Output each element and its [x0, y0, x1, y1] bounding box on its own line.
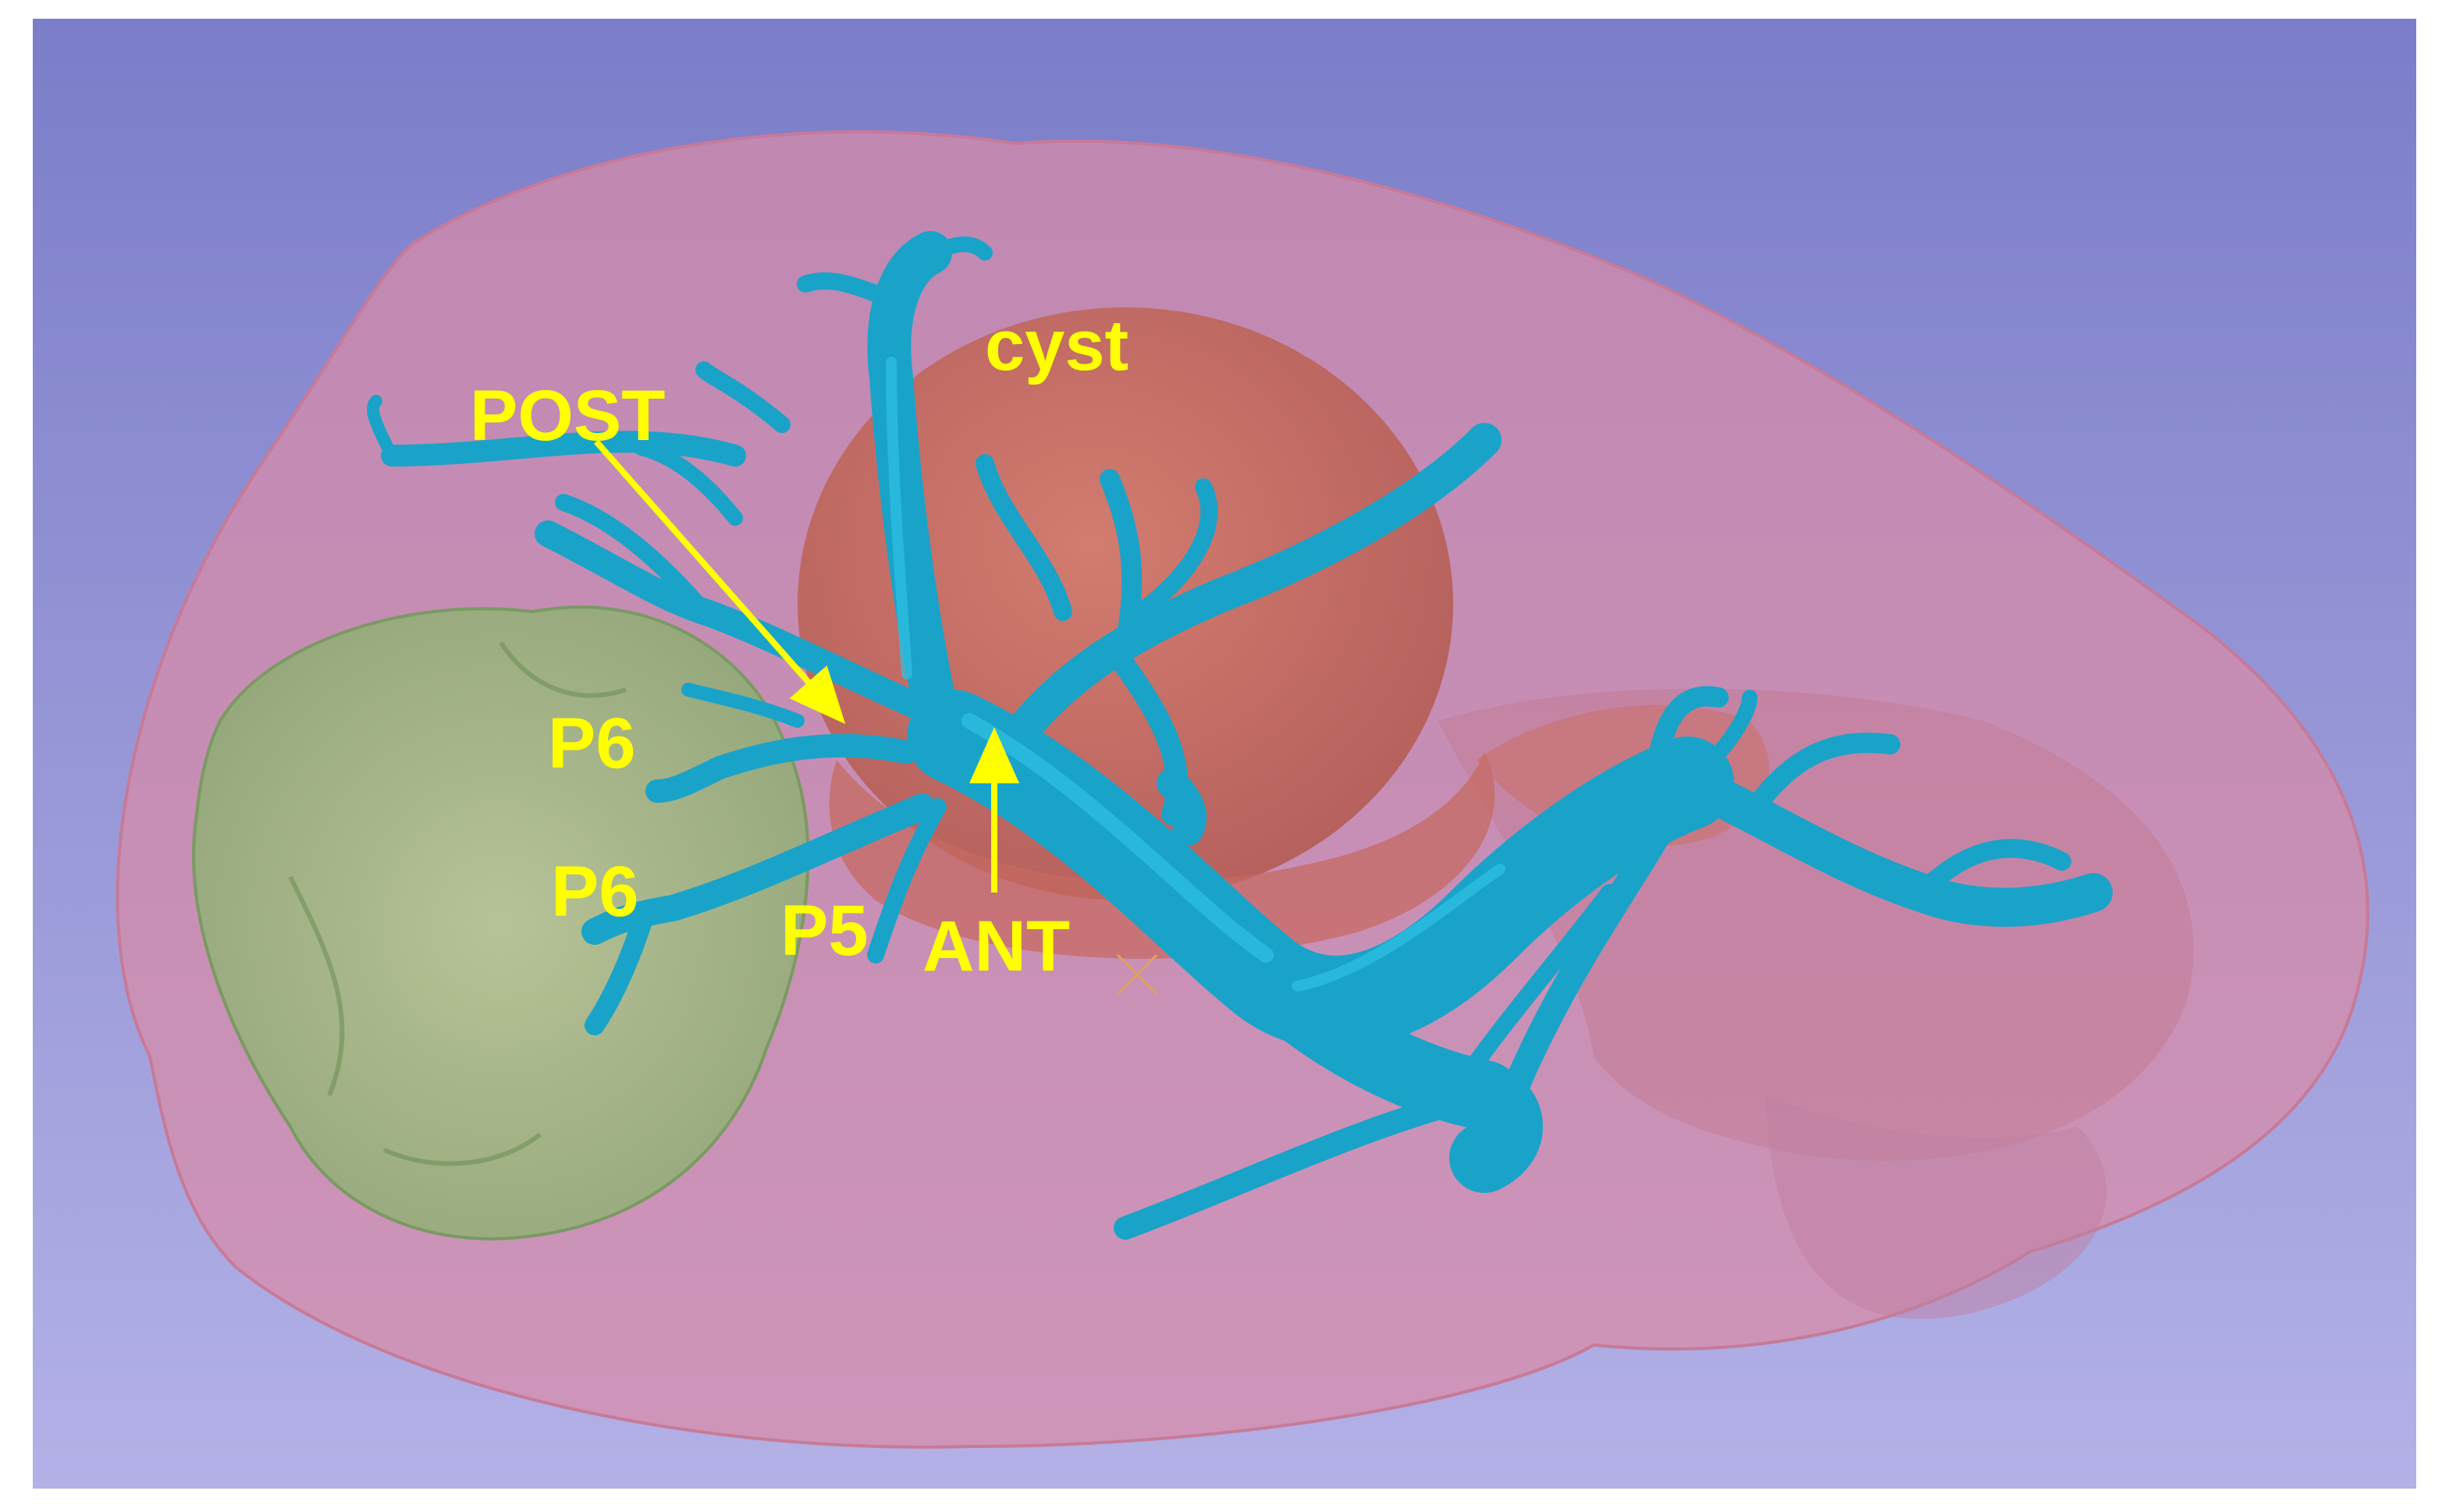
p6-upper-sub [681, 683, 805, 728]
cyst-lower-lobe [829, 752, 1495, 959]
p6-lower-label: P6 [551, 852, 639, 932]
right-branch-upper [1679, 690, 1758, 791]
tumor-surface-fold [288, 875, 345, 1097]
liver-3d-rendering: cyst POST P6 P6 P5 ANT [33, 19, 2416, 1489]
p6-upper-label: P6 [548, 704, 636, 783]
p6-lower-branch [581, 793, 936, 945]
anterior-sub-branch [1157, 768, 1207, 846]
inferior-branch-2 [1487, 825, 1669, 1140]
anterior-sub-branch [1132, 478, 1218, 620]
right-branch-upper [1646, 686, 1729, 778]
p6-upper-branch [645, 733, 919, 803]
tumor-mass [192, 605, 810, 1240]
right-branch-tip [1740, 733, 1900, 825]
posterior-sub-branch [695, 361, 791, 433]
cyst-label: cyst [985, 306, 1129, 385]
crosshair-marker [1116, 953, 1158, 996]
right-branch-tip [1912, 839, 2071, 902]
3d-viewport[interactable]: cyst POST P6 P6 P5 ANT [33, 19, 2416, 1489]
superior-tip [797, 272, 900, 308]
tumor-surface-fold [499, 641, 627, 698]
post-label: POST [470, 376, 665, 456]
inferior-branch [1114, 1084, 1496, 1240]
posterior-sub-branch [620, 574, 741, 634]
liver-lower-lobe [1765, 1095, 2107, 1319]
anterior-sub-branch [1100, 469, 1143, 653]
posterior-tip [367, 395, 398, 462]
superior-tip [915, 236, 993, 268]
p6-lower-tip [585, 914, 652, 1035]
tumor-surface-fold [382, 1132, 542, 1166]
p5-branch [867, 798, 947, 964]
anterior-branch [983, 423, 1502, 777]
inferior-branch-3 [1445, 884, 1618, 1104]
anterior-sub-branch [976, 454, 1072, 621]
posterior-long-branch [381, 431, 746, 467]
ant-label: ANT [922, 907, 1070, 986]
p5-label: P5 [780, 891, 869, 971]
post-arrow [593, 439, 846, 725]
